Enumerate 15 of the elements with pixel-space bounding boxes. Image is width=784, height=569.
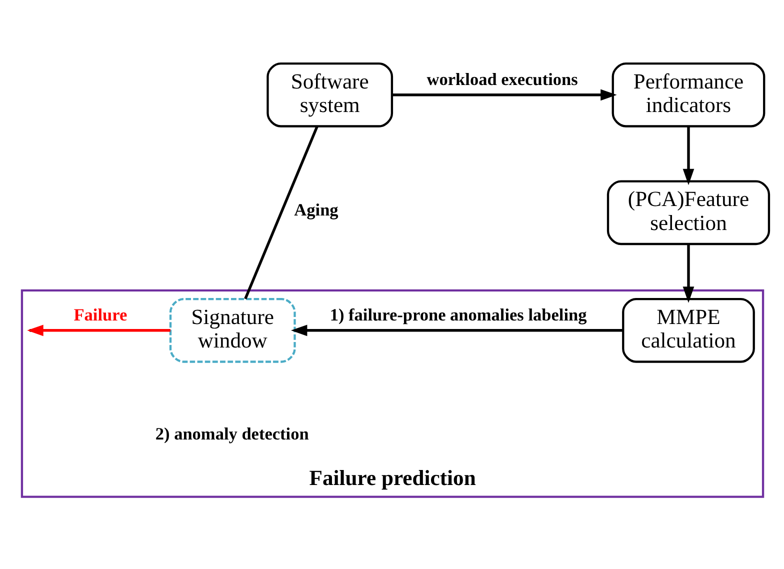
edge-label: Failure bbox=[73, 305, 127, 324]
node-box: Performance indicators bbox=[611, 62, 765, 128]
arrow bbox=[682, 126, 694, 186]
edge-label: 1) failure-prone anomalies labeling bbox=[329, 305, 586, 324]
arrow bbox=[290, 324, 623, 336]
node-box: Software system bbox=[266, 62, 393, 128]
node-box: (PCA)Feature selection bbox=[606, 180, 770, 246]
arrow bbox=[682, 244, 694, 303]
label: 2) anomaly detection bbox=[154, 424, 308, 444]
arrow bbox=[392, 89, 616, 101]
node-box: MMPE calculation bbox=[622, 298, 754, 363]
node-box: Signature window bbox=[168, 298, 296, 363]
edge-label: Aging bbox=[294, 200, 338, 220]
edge-label: workload executions bbox=[426, 70, 578, 89]
connector bbox=[244, 126, 318, 300]
